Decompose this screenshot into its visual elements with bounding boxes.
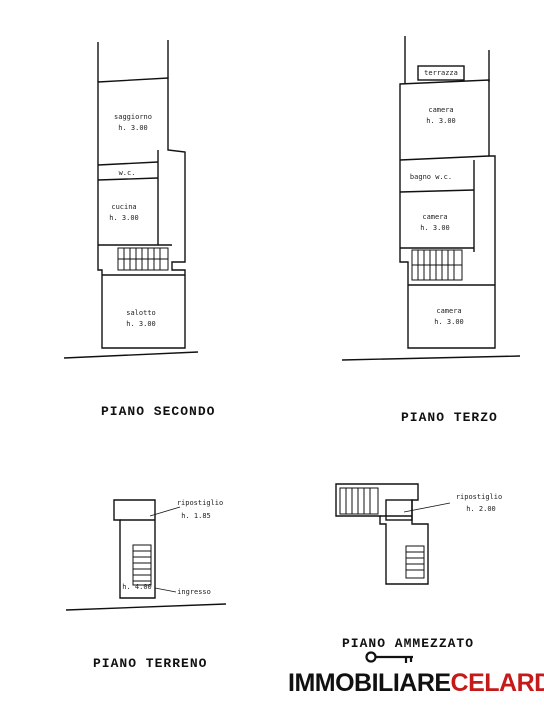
- floor-title-secondo: PIANO SECONDO: [101, 404, 216, 419]
- room-label-camera-1: camera: [428, 106, 454, 114]
- room-label-camera-3: camera: [436, 307, 462, 315]
- plan-piano-terzo: [341, 36, 521, 361]
- room-height-camera-2: h. 3.00: [420, 224, 450, 232]
- room-label-terrazza: terrazza: [424, 69, 458, 77]
- room-label-ripostiglio-ammezzato: ripostiglio: [455, 493, 503, 501]
- room-height-cucina: h. 3.00: [109, 214, 139, 222]
- brand-name-part2: CELARDO: [450, 669, 544, 697]
- floor-title-terzo: PIANO TERZO: [401, 410, 498, 425]
- floor-title-terreno: PIANO TERRENO: [93, 656, 208, 671]
- room-label-ingresso: ingresso: [177, 588, 211, 596]
- room-label-cucina: cucina: [111, 203, 137, 211]
- room-label-camera-2: camera: [422, 213, 448, 221]
- stair-ammezzato: [339, 487, 425, 579]
- plan-piano-secondo: [63, 40, 199, 359]
- room-height-saggiorno: h. 3.00: [118, 124, 148, 132]
- key-icon: [365, 651, 413, 663]
- room-label-salotto: salotto: [126, 309, 156, 317]
- plan-piano-ammezzato: [335, 483, 429, 585]
- room-label-bagno: bagno w.c.: [409, 173, 453, 181]
- stair-secondo: [117, 247, 169, 271]
- room-height-ingresso: h. 4.00: [122, 583, 152, 591]
- stair-terreno: [132, 544, 152, 586]
- floor-title-ammezzato: PIANO AMMEZZATO: [342, 636, 475, 651]
- room-height-ripostiglio-ammezzato: h. 2.00: [466, 505, 496, 513]
- room-label-ripostiglio-terreno: ripostiglio: [176, 499, 224, 507]
- stair-terzo: [411, 249, 463, 281]
- room-height-camera-1: h. 3.00: [426, 117, 456, 125]
- room-height-salotto: h. 3.00: [126, 320, 156, 328]
- brand-logo: IMMOBILIARECELARDO: [288, 669, 544, 698]
- room-label-wc: w.c.: [118, 169, 136, 177]
- plan-piano-terreno: [65, 499, 227, 611]
- room-height-camera-3: h. 3.00: [434, 318, 464, 326]
- brand-name-part1: IMMOBILIARE: [288, 669, 451, 697]
- room-label-saggiorno: saggiorno: [114, 113, 152, 121]
- room-height-ripostiglio-terreno: h. 1.85: [181, 512, 211, 520]
